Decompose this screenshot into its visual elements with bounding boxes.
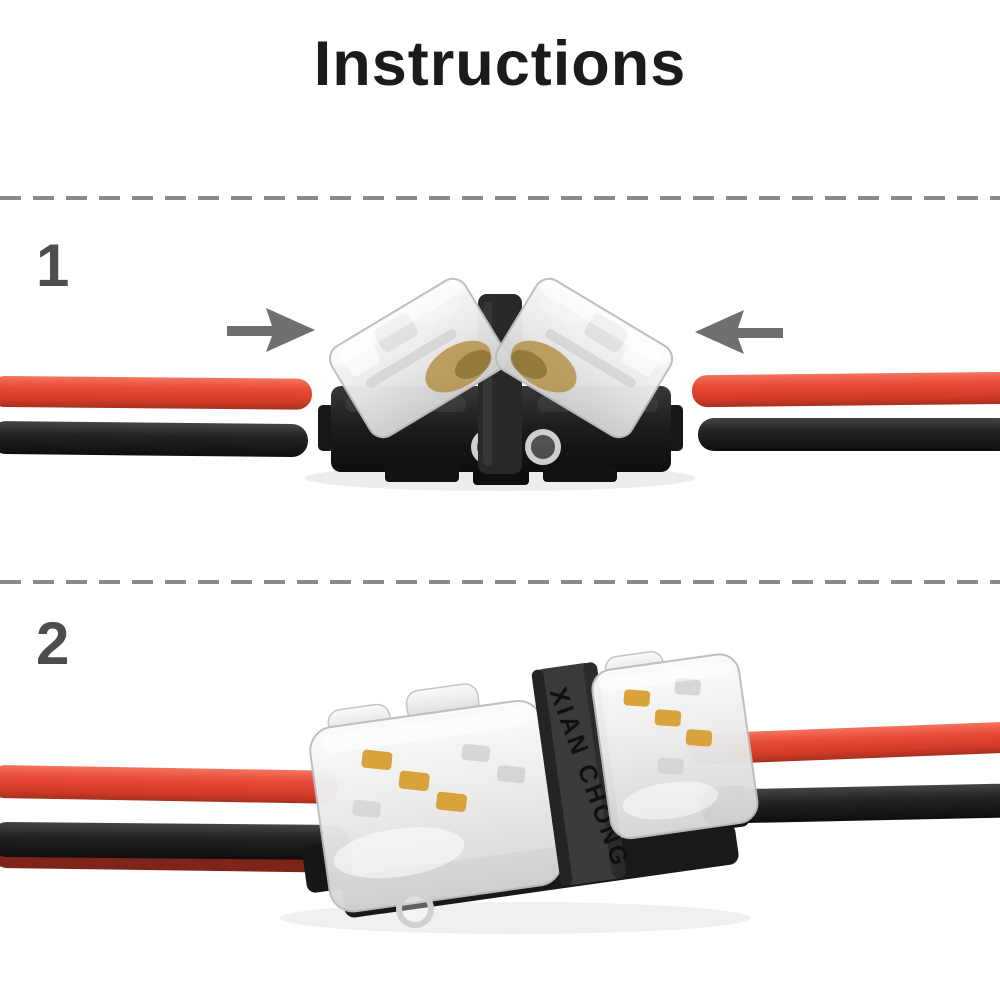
step-1-number: 1 bbox=[36, 232, 70, 299]
step-1-illustration bbox=[0, 277, 1000, 491]
red-wire-left bbox=[0, 376, 312, 410]
connector-left-half bbox=[309, 683, 563, 929]
arrow-right-icon bbox=[227, 308, 315, 352]
connector-right-cover bbox=[494, 277, 674, 439]
step-2-illustration: XIAN CHONG bbox=[0, 651, 1000, 934]
black-wire-right bbox=[699, 783, 1000, 824]
base-tab-right bbox=[543, 466, 617, 482]
dashed-divider-top bbox=[0, 196, 1000, 200]
base-left-clip bbox=[318, 405, 334, 451]
base-tab-left bbox=[385, 466, 459, 482]
step-2-section: 2 bbox=[0, 584, 1000, 1000]
red-wire-left bbox=[0, 765, 338, 804]
latch-hook-right bbox=[525, 429, 561, 465]
arrow-left-icon bbox=[695, 310, 783, 354]
dashed-divider-middle bbox=[0, 580, 1000, 584]
black-wire-left bbox=[0, 421, 308, 458]
step-1-section: 1 bbox=[0, 200, 1000, 580]
red-wire-right bbox=[692, 372, 1000, 408]
step-2-number: 2 bbox=[36, 610, 70, 677]
page-title: Instructions bbox=[313, 29, 687, 99]
black-wire-left bbox=[0, 822, 350, 860]
assembled-connector: XIAN CHONG bbox=[302, 651, 759, 929]
connector-right-half bbox=[591, 651, 759, 840]
red-wire-right bbox=[687, 722, 1000, 765]
connector-left-cover bbox=[328, 277, 508, 439]
black-wire-right bbox=[698, 418, 1000, 451]
